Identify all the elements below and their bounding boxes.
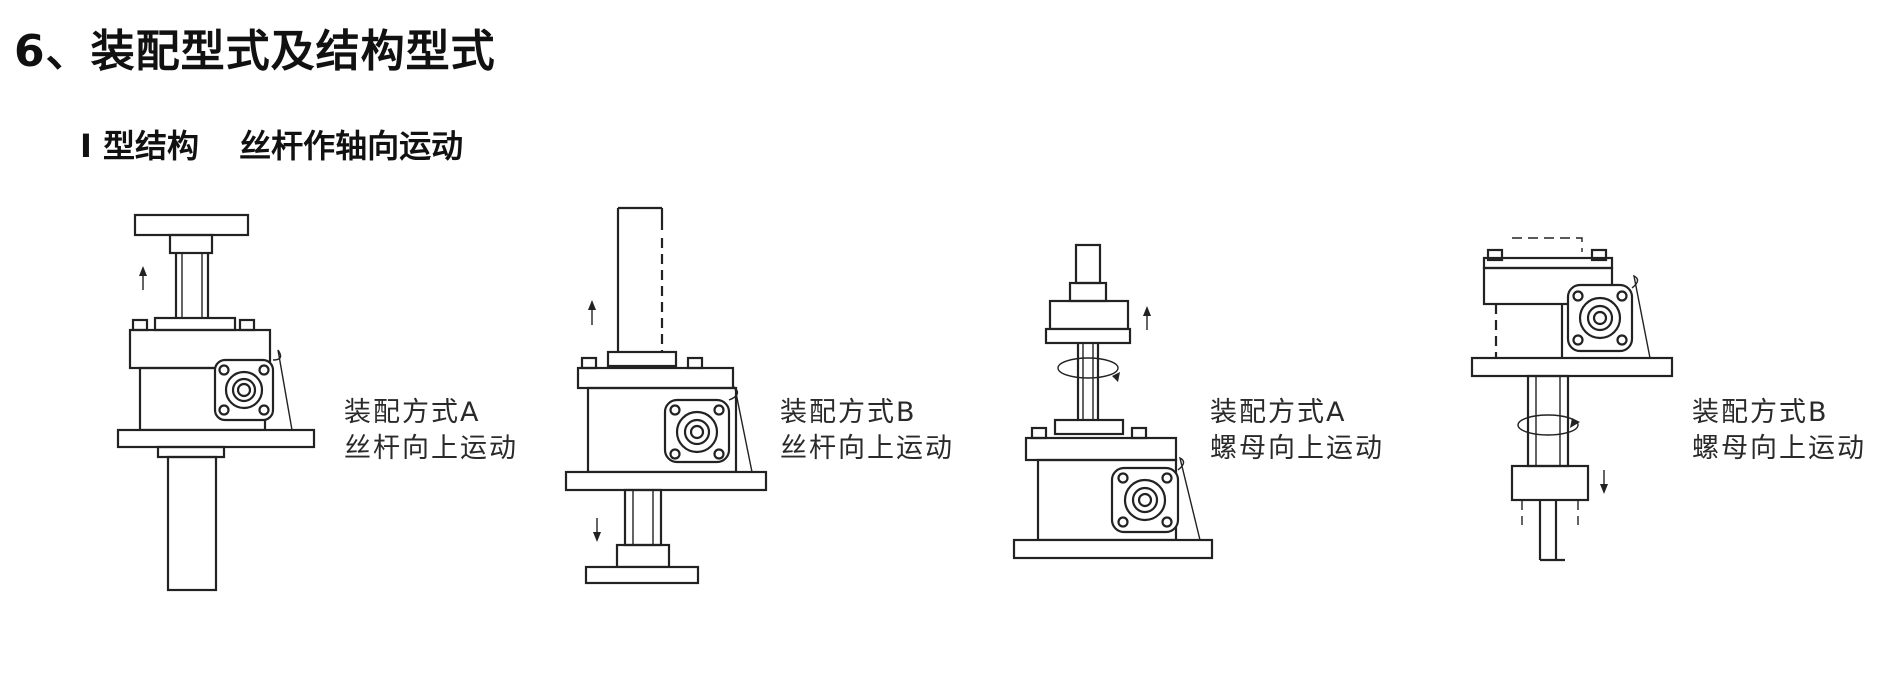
diagram-2-motion: 丝杆向上运动 — [780, 433, 954, 464]
section-title: 6、装配型式及结构型式 — [14, 26, 496, 77]
diagram-4-caption: 装配方式B 螺母向上运动 — [1692, 395, 1866, 467]
diagram-4-assembly-mode: 装配方式B — [1692, 397, 1829, 428]
structure-type-description: 丝杆作轴向运动 — [239, 127, 464, 165]
subsection-heading: I 型结构 丝杆作轴向运动 — [80, 130, 463, 162]
diagram-3-assembly-mode: 装配方式A — [1210, 397, 1347, 428]
diagram-3-motion: 螺母向上运动 — [1210, 433, 1384, 464]
structure-type-label: I 型结构 — [80, 127, 200, 165]
diagram-1-assembly-mode: 装配方式A — [344, 397, 481, 428]
diagram-1-caption: 装配方式A 丝杆向上运动 — [344, 395, 518, 467]
diagram-2-assembly-mode: 装配方式B — [780, 397, 917, 428]
diagram-2-caption: 装配方式B 丝杆向上运动 — [780, 395, 954, 467]
diagram-1-motion: 丝杆向上运动 — [344, 433, 518, 464]
diagram-3-caption: 装配方式A 螺母向上运动 — [1210, 395, 1384, 467]
diagram-4-motion: 螺母向上运动 — [1692, 433, 1866, 464]
